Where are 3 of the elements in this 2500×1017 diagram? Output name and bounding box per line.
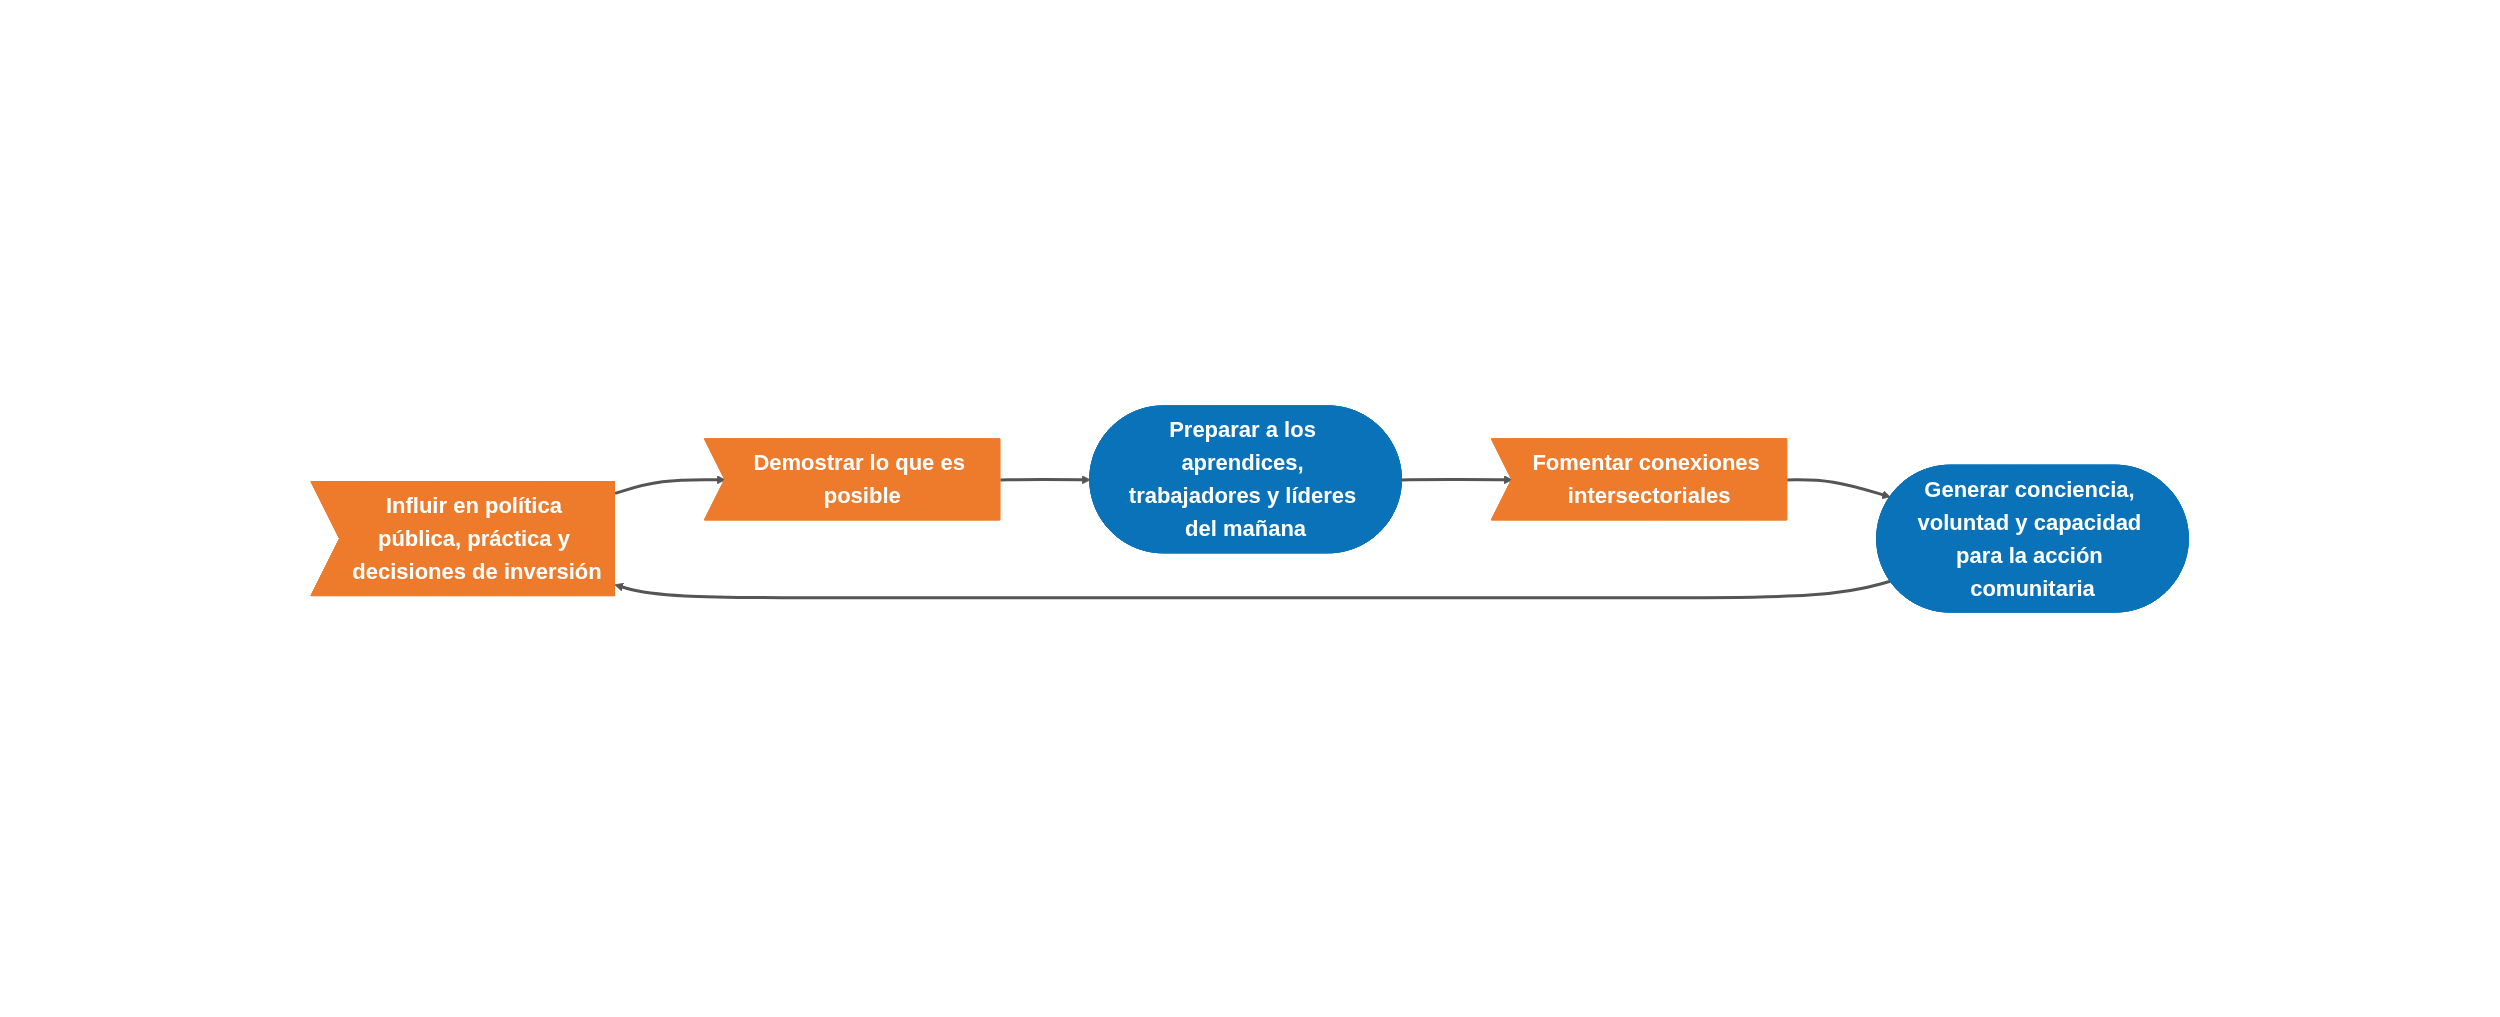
arrow: [614, 579, 1892, 599]
arrow: [1000, 474, 1091, 484]
arrow: [1787, 477, 1892, 499]
